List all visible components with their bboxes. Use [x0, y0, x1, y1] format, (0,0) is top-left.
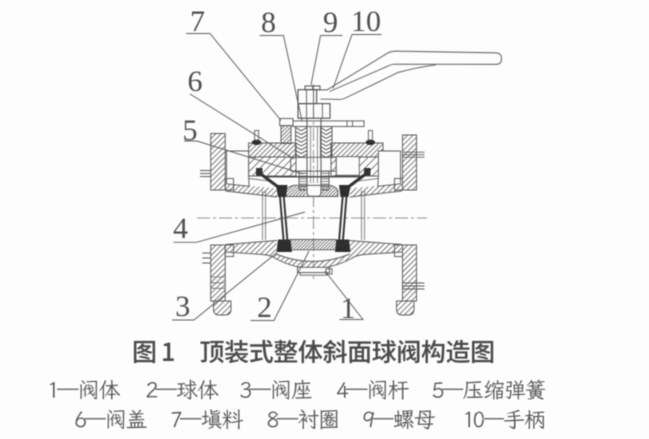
svg-text:3: 3	[175, 290, 190, 323]
svg-text:8: 8	[261, 6, 276, 39]
svg-text:9: 9	[323, 6, 338, 39]
svg-text:1: 1	[341, 292, 356, 325]
svg-text:7: 7	[190, 5, 205, 38]
svg-text:10: 10	[351, 5, 381, 38]
svg-text:4: 4	[173, 212, 188, 245]
svg-text:5: 5	[183, 114, 198, 147]
svg-text:6: 6	[188, 65, 203, 98]
svg-text:2: 2	[257, 291, 272, 324]
